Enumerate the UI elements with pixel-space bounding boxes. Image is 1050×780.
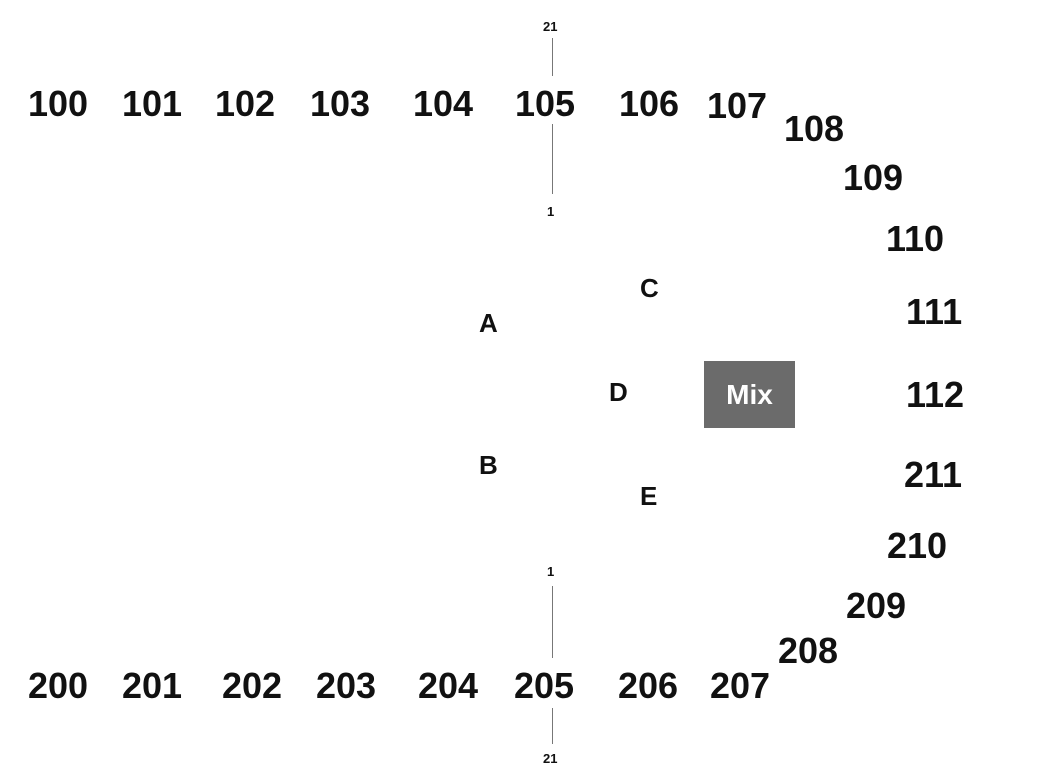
label-108: 108 bbox=[784, 108, 845, 149]
ruler-bottom-lower-label: 21 bbox=[543, 751, 558, 766]
letter-a: A bbox=[479, 308, 498, 338]
label-100: 100 bbox=[28, 83, 89, 124]
label-200: 200 bbox=[28, 665, 89, 706]
label-111: 111 bbox=[906, 291, 963, 332]
ruler-bottom-upper-line bbox=[552, 586, 553, 658]
label-210: 210 bbox=[887, 525, 948, 566]
ruler-top-lower-label: 1 bbox=[547, 204, 555, 219]
label-112: 112 bbox=[906, 374, 965, 415]
label-201: 201 bbox=[122, 665, 183, 706]
label-203: 203 bbox=[316, 665, 377, 706]
ruler-bottom-lower-line bbox=[552, 708, 553, 744]
label-202: 202 bbox=[222, 665, 283, 706]
mix-box: Mix bbox=[704, 361, 795, 428]
ruler-top-upper-label: 21 bbox=[543, 19, 558, 34]
label-104: 104 bbox=[413, 83, 474, 124]
letter-c: C bbox=[640, 273, 659, 303]
letter-d: D bbox=[609, 377, 628, 407]
label-106: 106 bbox=[619, 83, 680, 124]
label-107: 107 bbox=[707, 85, 768, 126]
label-102: 102 bbox=[215, 83, 276, 124]
label-211: 211 bbox=[904, 454, 963, 495]
label-207: 207 bbox=[710, 665, 771, 706]
label-103: 103 bbox=[310, 83, 371, 124]
mix-label: Mix bbox=[726, 378, 773, 410]
ruler-top-lower-line bbox=[552, 124, 553, 194]
ruler-bottom-upper-label: 1 bbox=[547, 564, 555, 579]
label-205: 205 bbox=[514, 665, 575, 706]
label-105: 105 bbox=[515, 83, 576, 124]
ruler-top-upper-line bbox=[552, 38, 553, 76]
label-208: 208 bbox=[778, 630, 839, 671]
letter-b: B bbox=[479, 450, 498, 480]
label-109: 109 bbox=[843, 157, 904, 198]
label-101: 101 bbox=[122, 83, 183, 124]
label-206: 206 bbox=[618, 665, 679, 706]
letter-e: E bbox=[640, 481, 658, 511]
label-110: 110 bbox=[886, 218, 945, 259]
label-209: 209 bbox=[846, 585, 907, 626]
label-204: 204 bbox=[418, 665, 479, 706]
